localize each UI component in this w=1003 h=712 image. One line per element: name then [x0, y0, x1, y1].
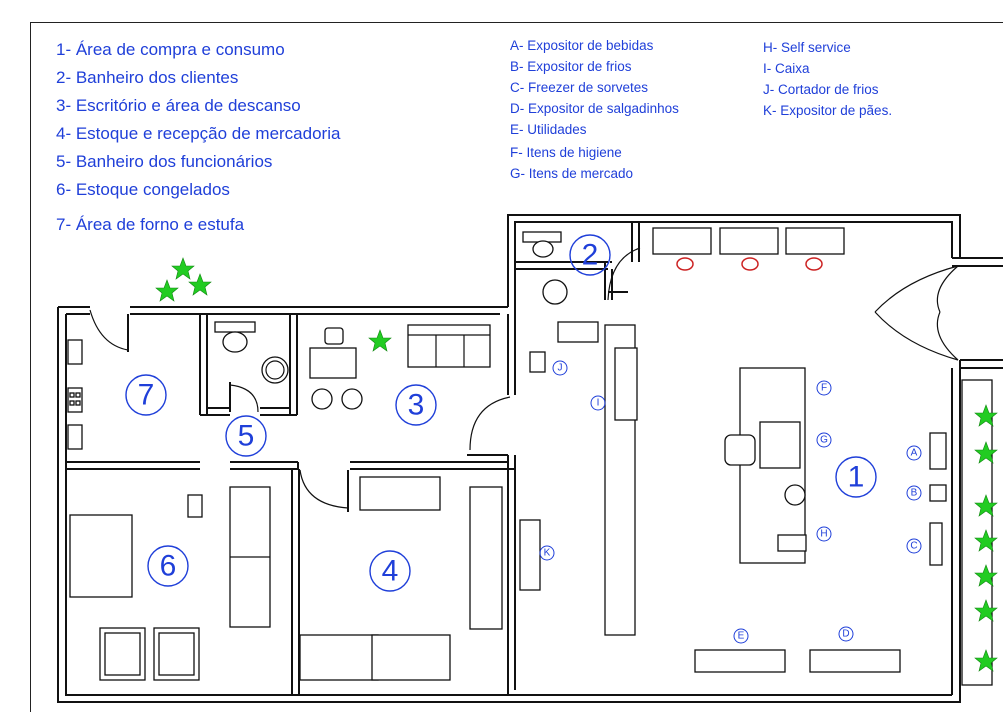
pallet-shelf-2	[469, 486, 503, 630]
exterior-walls	[57, 214, 1003, 703]
room-label-3: 3	[408, 389, 425, 422]
utilities-shelf	[694, 649, 786, 673]
legend-item-4: 4- Estoque e recepção de mercadoria	[56, 124, 341, 143]
room-label-7: 7	[138, 379, 155, 412]
letter-markers: A B C D E F G H I J K	[539, 360, 922, 644]
counter-top-3	[785, 227, 845, 255]
legend-letter-a: A- Expositor de bebidas	[510, 38, 654, 53]
toilet	[222, 331, 248, 353]
legend-letter-h: H- Self service	[763, 40, 851, 55]
legend-letter-d: D- Expositor de salgadinhos	[510, 101, 679, 116]
counter-top-2	[719, 227, 779, 255]
thermostat	[187, 494, 203, 518]
room-label-6: 6	[160, 550, 177, 583]
marker-b: B	[911, 488, 918, 499]
marker-e: E	[738, 631, 745, 642]
shelf-3	[299, 634, 379, 681]
red-chairs	[676, 257, 823, 271]
furniture	[67, 227, 993, 686]
legend-item-2: 2- Banheiro dos clientes	[56, 68, 239, 87]
toilet-2	[532, 240, 554, 258]
room-label-1: 1	[848, 461, 865, 494]
legend-letter-i: I- Caixa	[763, 61, 810, 76]
legend-item-6: 6- Estoque congelados	[56, 180, 230, 199]
sink-2	[542, 279, 568, 305]
marker-i: I	[597, 398, 600, 409]
kitchen-sink	[557, 321, 599, 343]
frame-border	[30, 22, 1003, 712]
legend-letter-j: J- Cortador de frios	[763, 82, 879, 97]
oven	[67, 339, 83, 365]
drinks-display	[929, 432, 947, 470]
legend-letter-k: K- Expositor de pães.	[763, 103, 893, 118]
room-labels: 1 2 3 4 5 6 7	[125, 234, 877, 592]
pallet-shelf-1	[359, 476, 441, 511]
sofa	[407, 324, 491, 368]
legend-item-5: 5- Banheiro dos funcionários	[56, 152, 273, 171]
marker-h: H	[820, 529, 827, 540]
marker-a: A	[911, 448, 918, 459]
shelf-4	[371, 634, 451, 681]
counter	[67, 424, 83, 450]
legend-item-7: 7- Área de forno e estufa	[56, 215, 245, 234]
plant-bed	[961, 379, 993, 686]
marker-j: J	[558, 363, 563, 374]
marker-c: C	[910, 541, 917, 552]
legend-letter-e: E- Utilidades	[510, 122, 587, 137]
desk	[309, 347, 357, 379]
interior-walls	[66, 222, 640, 695]
marker-d: D	[842, 629, 849, 640]
marker-f: F	[821, 383, 827, 394]
cold-display	[929, 484, 947, 502]
plants	[155, 257, 998, 672]
counter-top-1	[652, 227, 712, 255]
freezer-1	[69, 514, 133, 598]
room-label-4: 4	[382, 555, 399, 588]
marker-g: G	[820, 435, 828, 446]
doors	[89, 247, 959, 512]
legend-letter-c: C- Freezer de sorvetes	[510, 80, 649, 95]
legend-letter-b: B- Expositor de frios	[510, 59, 632, 74]
room-label-2: 2	[582, 239, 599, 272]
marker-k: K	[544, 548, 551, 559]
room-label-5: 5	[238, 420, 255, 453]
legend-item-3: 3- Escritório e área de descanso	[56, 96, 301, 115]
ice-cream-freezer	[929, 522, 943, 566]
stove	[67, 387, 83, 413]
legend-letter-g: G- Itens de mercado	[510, 166, 634, 181]
legend-item-1: 1- Área de compra e consumo	[56, 40, 285, 59]
legend-letter-f: F- Itens de higiene	[510, 145, 622, 160]
bread-display	[519, 519, 541, 591]
snacks-shelf	[809, 649, 901, 673]
